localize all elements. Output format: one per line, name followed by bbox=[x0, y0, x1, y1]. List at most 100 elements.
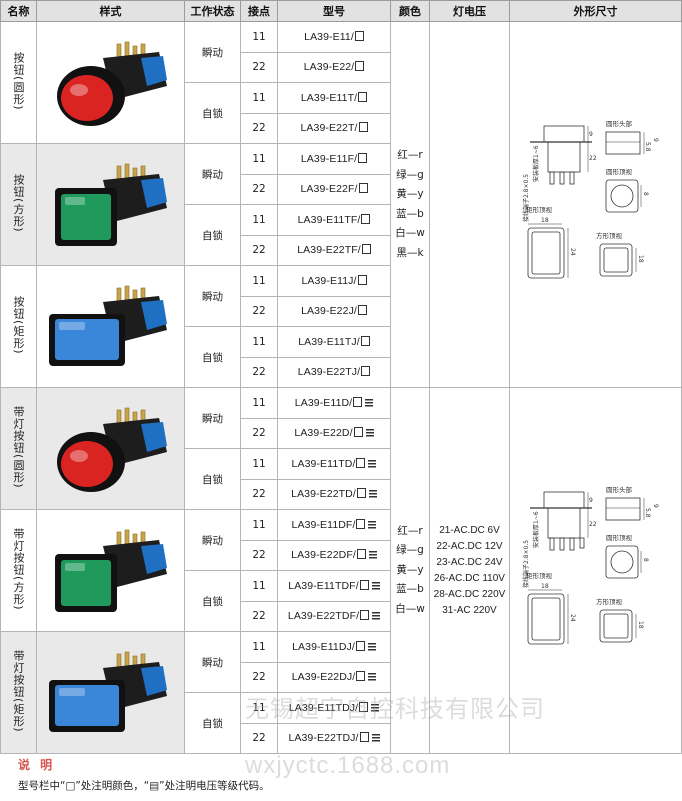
contact: 11 bbox=[240, 82, 278, 114]
product-style-cell bbox=[36, 265, 185, 388]
work-state: 瞬动 bbox=[184, 509, 241, 571]
header-color: 颜色 bbox=[390, 0, 430, 22]
lens-highlight bbox=[64, 562, 85, 571]
voltage-option: 26-AC.DC 110V bbox=[434, 572, 505, 584]
rect-top-view bbox=[527, 223, 569, 278]
contact: 22 bbox=[240, 478, 278, 510]
contact: 11 bbox=[240, 204, 278, 236]
contact: 22 bbox=[240, 234, 278, 266]
model-cell: LA39-E11J/ bbox=[277, 265, 391, 297]
model-number: LA39-E22TDJ/ bbox=[288, 732, 359, 745]
color-code-box-icon bbox=[358, 122, 368, 133]
product-name: 按钮(方形) bbox=[12, 173, 25, 233]
color-option: 绿—g bbox=[396, 544, 424, 557]
round-head-label: 圆形头部 bbox=[606, 119, 633, 128]
product-name: 带灯按钮(方形) bbox=[12, 527, 25, 611]
header-voltage: 灯电压 bbox=[429, 0, 510, 22]
product-name-cell: 按钮(矩形) bbox=[0, 265, 37, 388]
product-style-cell bbox=[36, 509, 185, 632]
header-name: 名称 bbox=[0, 0, 37, 22]
voltage-code-icon bbox=[367, 642, 376, 651]
work-state: 自锁 bbox=[184, 82, 241, 144]
round-head-label: 圆形头部 bbox=[606, 485, 633, 494]
contact: 11 bbox=[240, 631, 278, 663]
contact: 22 bbox=[240, 722, 278, 754]
voltage-code-icon bbox=[371, 734, 380, 743]
button-body-side bbox=[140, 665, 167, 696]
color-option: 红—r bbox=[397, 524, 423, 537]
color-code-box-icon bbox=[358, 91, 368, 102]
model-cell: LA39-E11TJ/ bbox=[277, 326, 391, 358]
table-row: 22 LA39-E22D/ bbox=[1, 417, 682, 449]
dim-label-head-dia: 5.8 bbox=[644, 508, 651, 518]
round-head-view bbox=[605, 131, 645, 154]
model-number: LA39-E11DF/ bbox=[291, 518, 356, 531]
color-code-box-icon bbox=[356, 488, 366, 499]
work-state: 瞬动 bbox=[184, 21, 241, 83]
footer-title: 说 明 bbox=[18, 758, 56, 772]
contact: 22 bbox=[240, 417, 278, 449]
model-cell: LA39-E11TF/ bbox=[277, 204, 391, 236]
panel-note: 安装板厚1~6 bbox=[532, 511, 540, 548]
dim-label-round-dia: 8 bbox=[642, 558, 649, 562]
table-row: 22 LA39-E22TD/ bbox=[1, 478, 682, 510]
color-code-box-icon bbox=[357, 274, 367, 285]
color-code-box-icon bbox=[354, 30, 364, 41]
model-number: LA39-E22TD/ bbox=[291, 488, 356, 501]
model-number: LA39-E11/ bbox=[304, 30, 354, 43]
product-name: 按钮(矩形) bbox=[12, 295, 25, 355]
dim-label-rect-w: 18 bbox=[541, 583, 549, 590]
voltage-code-icon bbox=[368, 551, 377, 560]
model-number: LA39-E11TJ/ bbox=[298, 335, 360, 348]
color-code-box-icon bbox=[359, 579, 369, 590]
button-body-side bbox=[140, 543, 167, 574]
side-view bbox=[530, 491, 592, 550]
button-photo bbox=[48, 285, 167, 366]
color-code-box-icon bbox=[355, 61, 365, 72]
voltage-option: 31-AC 220V bbox=[442, 604, 497, 616]
product-name-cell: 按钮(方形) bbox=[0, 143, 37, 266]
model-number: LA39-E11T/ bbox=[300, 91, 358, 104]
voltage-code-icon bbox=[372, 612, 381, 621]
model-number: LA39-E22T/ bbox=[300, 122, 358, 135]
voltage-code-icon bbox=[368, 459, 377, 468]
model-number: LA39-E11TDF/ bbox=[288, 579, 359, 592]
contact: 11 bbox=[240, 387, 278, 419]
model-cell: LA39-E11DF/ bbox=[277, 509, 391, 541]
model-number: LA39-E22D/ bbox=[294, 427, 353, 440]
model-cell: LA39-E22F/ bbox=[277, 173, 391, 205]
product-style-cell bbox=[36, 21, 185, 144]
color-code-box-icon bbox=[357, 305, 367, 316]
color-option: 黑—k bbox=[396, 246, 424, 259]
terminal-note: 接线端子2.8×0.5 bbox=[522, 173, 530, 221]
button-photo bbox=[48, 651, 167, 732]
dim-label-square: 18 bbox=[637, 255, 644, 263]
contact: 22 bbox=[240, 539, 278, 571]
work-state: 自锁 bbox=[184, 326, 241, 388]
model-cell: LA39-E11TD/ bbox=[277, 448, 391, 480]
model-number: LA39-E22DJ/ bbox=[291, 671, 356, 684]
work-state: 自锁 bbox=[184, 204, 241, 266]
color-code-box-icon bbox=[353, 427, 363, 438]
voltage-cell bbox=[429, 21, 510, 388]
color-code-box-icon bbox=[359, 732, 369, 743]
color-code-box-icon bbox=[359, 701, 369, 712]
voltage-option: 23-AC.DC 24V bbox=[436, 556, 503, 568]
work-state: 瞬动 bbox=[184, 631, 241, 693]
model-cell: LA39-E11/ bbox=[277, 21, 391, 53]
lens-highlight bbox=[58, 687, 85, 696]
dim-label-round-dia: 8 bbox=[642, 192, 649, 196]
voltage-option: 28-AC.DC 220V bbox=[433, 588, 506, 600]
color-code-box-icon bbox=[356, 457, 366, 468]
side-view bbox=[530, 125, 592, 184]
